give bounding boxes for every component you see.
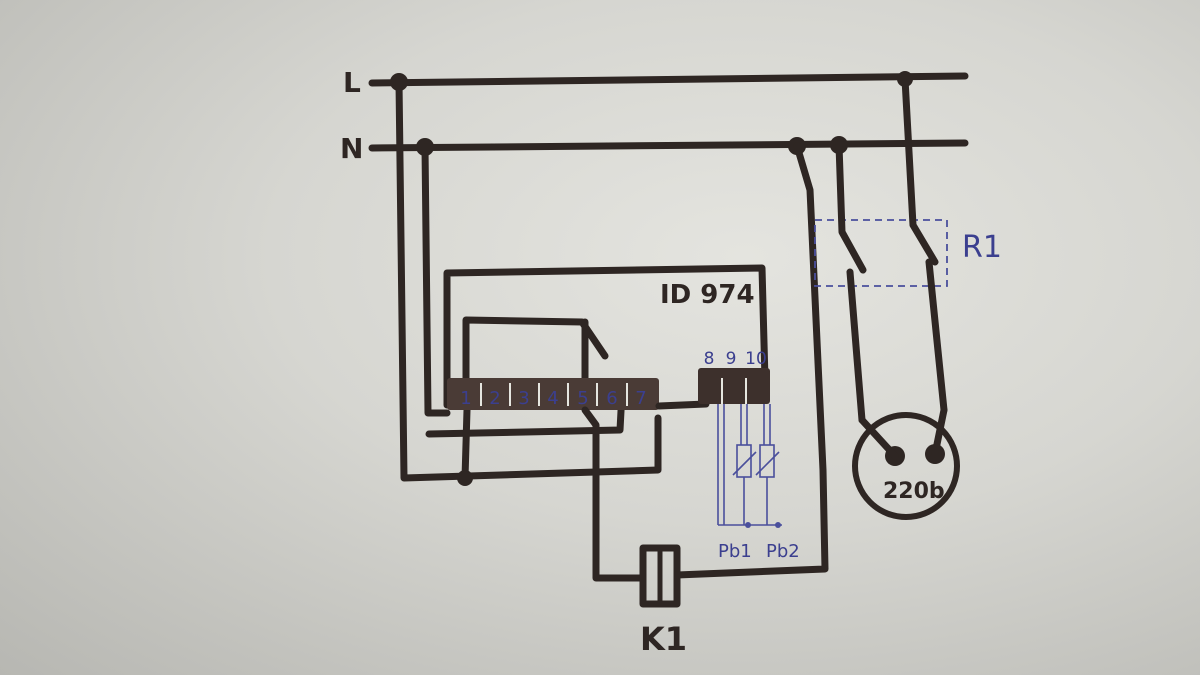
socket-wire-1 (858, 416, 899, 460)
terminal1-wire (461, 406, 471, 482)
terminal-label: 1 (460, 388, 471, 409)
controller-model-label: ID 974 (660, 280, 755, 310)
contactor-return-wire (673, 142, 829, 579)
terminal-label: 5 (577, 388, 588, 409)
relay-contact-2-lead (925, 258, 948, 414)
terminal-label: 3 (518, 388, 529, 409)
probe-wires (717, 404, 782, 528)
relay-contact-1 (835, 141, 867, 274)
neutral-label: N (340, 132, 363, 165)
probe-pb1-symbol (732, 444, 757, 478)
probe-terminal-block (698, 368, 770, 404)
terminal-label: 4 (547, 388, 558, 409)
probe-terminal-label: 9 (726, 349, 737, 369)
probe-terminal-label: 10 (745, 349, 767, 369)
terminal-label: 6 (606, 388, 617, 409)
probe-pb2-symbol (755, 444, 780, 478)
terminal-label: 7 (635, 388, 646, 409)
probe-terminal-label: 8 (704, 349, 715, 369)
live-feed-wire (395, 78, 662, 482)
socket-wire-2 (931, 406, 948, 458)
relay-contact-2 (901, 75, 939, 266)
relay-label: R1 (962, 230, 1002, 265)
socket-outlet (852, 412, 960, 520)
neutral-feed-wire (421, 143, 451, 417)
contactor-feed-wire (581, 406, 647, 582)
terminal-strip (447, 378, 659, 410)
terminal-dividers (480, 383, 628, 406)
socket-label: 220b (883, 479, 945, 504)
probe-pb2-label: Pb2 (766, 541, 800, 562)
live-rail (368, 72, 969, 87)
relay-r1-enclosure (814, 219, 948, 287)
controller-housing (443, 264, 769, 409)
probe-pb1-label: Pb1 (718, 541, 752, 562)
relay-contact-1-lead (846, 268, 866, 424)
strip-to-probe-wire (655, 400, 710, 410)
contactor-label: K1 (640, 620, 687, 658)
neutral-rail (368, 139, 969, 152)
terminal-label: 2 (489, 388, 500, 409)
internal-relay-contact (462, 316, 609, 382)
terminal-labels: 1 2 3 4 5 6 7 (460, 388, 646, 409)
live-label: L (343, 66, 361, 99)
probe-terminal-dividers (721, 378, 747, 404)
